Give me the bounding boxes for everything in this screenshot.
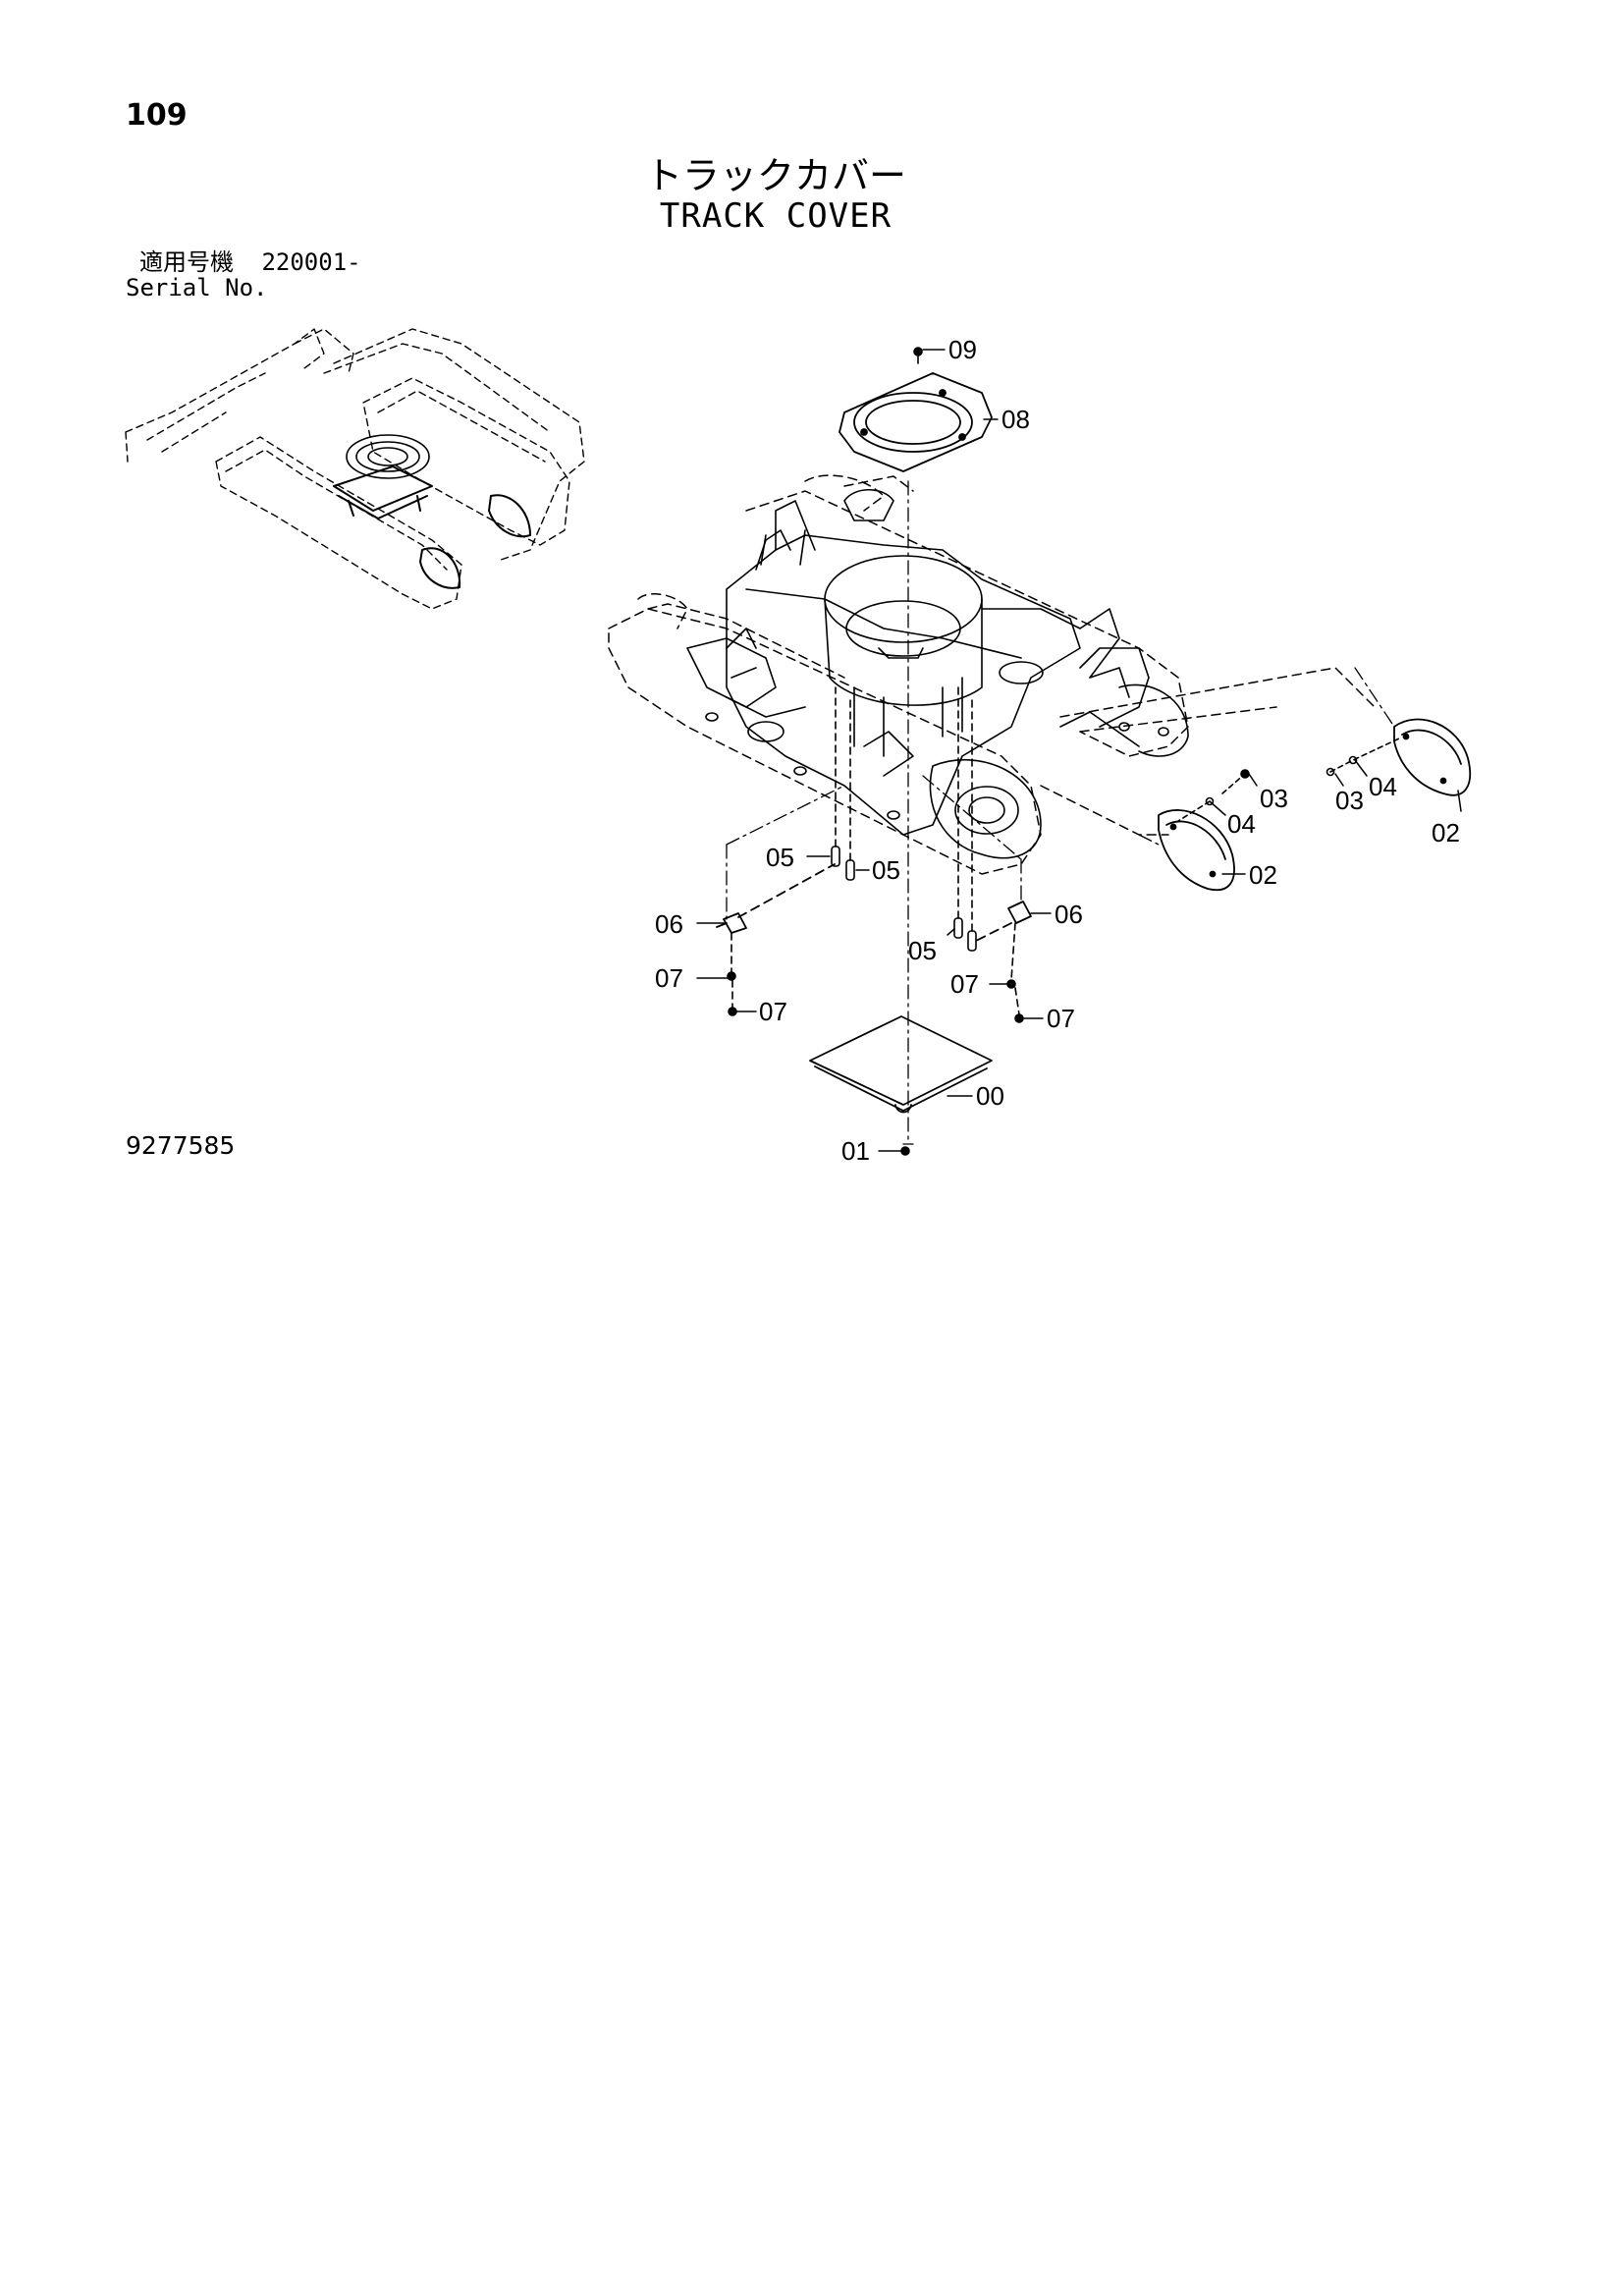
page-title: TRACK COVER [659,196,893,236]
callout-05-b: 05 [872,855,900,885]
track-frame-body [686,489,1189,859]
serial-label-jp: 適用号機 [139,248,234,276]
bracket-part-06-right [971,901,1032,944]
callout-03-right: 03 [1335,786,1364,815]
drawing-number: 9277585 [126,1131,236,1160]
bolts-part-07 [727,922,1024,1023]
bolts-washers-right-cover [1325,738,1400,777]
serial-value: 220001- [261,248,361,276]
callout-02-left: 02 [1249,860,1277,890]
overview-side-cover-highlight [419,494,531,589]
callout-08: 08 [1001,405,1030,434]
callout-07-b: 07 [759,997,787,1026]
serial-label-en: Serial No. [126,274,268,301]
pins-part-05-right [953,686,977,952]
callout-05-c: 05 [908,936,937,965]
bolt-part-09 [913,347,923,364]
bolts-washers-left-cover [1177,769,1250,822]
callout-04-right: 04 [1369,772,1397,801]
track-frame-outline [608,474,1376,875]
callout-03-left: 03 [1260,784,1288,813]
bolt-part-01 [900,1146,910,1156]
callout-05-a: 05 [766,843,794,872]
swing-ring-seal-part-08 [839,372,993,472]
callout-00: 00 [976,1081,1004,1111]
callout-labels: 09 08 03 04 02 03 04 02 05 05 06 06 05 0… [655,335,1460,1166]
pins-part-05-left [831,686,855,881]
callout-07-d: 07 [1047,1004,1075,1033]
machine-overview-thumbnail [125,328,585,610]
callout-01: 01 [841,1136,870,1166]
callout-leaders [696,349,1462,1152]
bracket-part-06-left [716,863,836,934]
callout-04-left: 04 [1227,809,1256,839]
callout-06-left: 06 [655,909,683,939]
page-number: 109 [126,98,188,133]
callout-06-right: 06 [1055,900,1083,929]
callout-07-c: 07 [950,969,979,999]
callout-07-a: 07 [655,963,683,993]
serial-number-block: 適用号機 220001- Serial No. [126,249,361,301]
callout-02-right: 02 [1432,818,1460,847]
side-cover-left-part-02 [1158,809,1235,892]
page-title-japanese: トラックカバー [644,154,906,197]
callout-09: 09 [948,335,977,364]
overview-swing-bearing [346,434,430,479]
overview-under-cover-highlight [333,465,433,519]
serial-label-row: 適用号機 220001- [126,249,361,275]
assembly-reference-lines [726,480,1395,1145]
under-cover-plate-part-00 [809,1015,993,1114]
side-cover-right-part-02 [1393,718,1472,796]
